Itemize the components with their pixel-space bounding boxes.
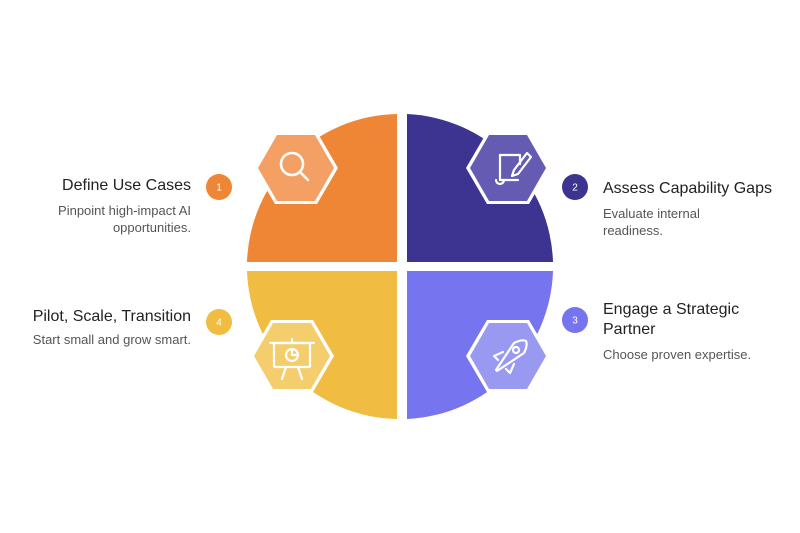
step-badge-2: 2 bbox=[562, 174, 588, 200]
step-1: Define Use Cases Pinpoint high-impact AI… bbox=[0, 176, 191, 236]
step-2: Assess Capability Gaps Evaluate internal… bbox=[603, 179, 793, 239]
step-number-4: 4 bbox=[216, 318, 222, 329]
step-number-3: 3 bbox=[572, 316, 578, 327]
hexagon-2 bbox=[466, 132, 550, 204]
step-3-description: Choose proven expertise. bbox=[603, 347, 752, 362]
step-2-title: Assess Capability Gaps bbox=[603, 180, 772, 197]
hexagon-4 bbox=[250, 320, 334, 392]
step-1-description: Pinpoint high-impact AI opportunities. bbox=[58, 203, 191, 235]
hexagon-3 bbox=[466, 320, 550, 392]
step-badge-4: 4 bbox=[206, 309, 232, 335]
step-3: Engage a Strategic Partner Choose proven… bbox=[603, 300, 783, 363]
search-icon bbox=[279, 151, 310, 182]
step-4-title: Pilot, Scale, Transition bbox=[32, 308, 191, 325]
step-4-description: Start small and grow smart. bbox=[32, 332, 191, 347]
hexagon-1 bbox=[254, 132, 338, 204]
step-number-2: 2 bbox=[572, 183, 578, 194]
step-4: Pilot, Scale, Transition Start small and… bbox=[0, 307, 191, 348]
edit-document-icon bbox=[494, 151, 533, 186]
step-badge-3: 3 bbox=[562, 307, 588, 333]
presentation-chart-icon bbox=[268, 337, 316, 381]
step-badge-1: 1 bbox=[206, 174, 232, 200]
step-number-1: 1 bbox=[216, 183, 222, 194]
step-3-title: Engage a Strategic Partner bbox=[603, 301, 740, 338]
step-2-description: Evaluate internal readiness. bbox=[603, 206, 700, 238]
rocket-icon bbox=[492, 339, 528, 375]
step-1-title: Define Use Cases bbox=[62, 177, 191, 194]
